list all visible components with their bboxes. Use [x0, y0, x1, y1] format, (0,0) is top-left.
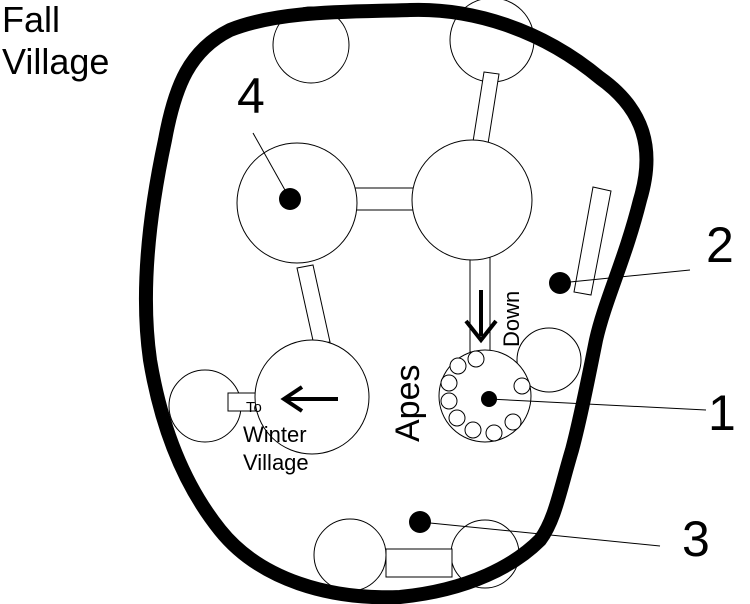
- edge-room-right: [516, 327, 582, 393]
- leader-1: [488, 398, 707, 411]
- marker-2-label: 2: [706, 217, 734, 273]
- map-title-line2: Village: [2, 41, 109, 82]
- leader-4: [252, 132, 291, 200]
- leader-2: [559, 269, 691, 284]
- down-label: Down: [499, 291, 524, 347]
- village-wall: [138, 2, 654, 604]
- leader-3: [419, 521, 661, 547]
- edge-room-bottom-left: [313, 518, 387, 592]
- left-arrow-icon: [280, 385, 338, 413]
- bridge-right: [573, 186, 612, 296]
- bridge-top: [471, 71, 500, 151]
- exit-label-line3: Village: [243, 450, 309, 475]
- map-title-line1: Fall: [2, 0, 60, 40]
- bridge-bottom: [385, 548, 453, 578]
- apes-pods: [440, 350, 531, 442]
- marker-1-label: 1: [708, 385, 736, 441]
- marker-4-label: 4: [237, 68, 265, 124]
- room-center: [411, 139, 533, 261]
- down-arrow-icon: [464, 290, 498, 344]
- bridge-middle: [347, 187, 415, 211]
- bridge-left: [296, 264, 331, 346]
- marker-3-label: 3: [682, 511, 710, 567]
- exit-label-line2: Winter: [243, 422, 307, 447]
- apes-label: Apes: [389, 365, 427, 443]
- exit-label-line1: To: [246, 399, 262, 416]
